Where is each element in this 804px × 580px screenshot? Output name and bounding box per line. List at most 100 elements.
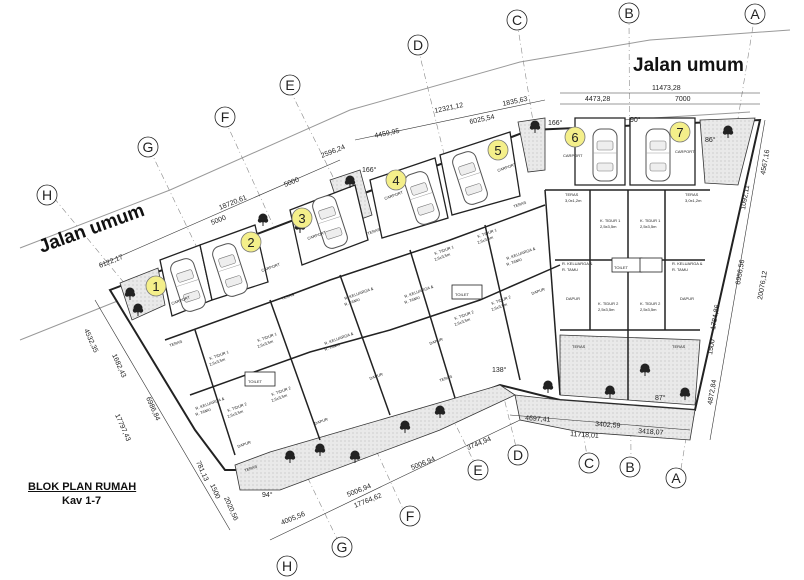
svg-text:B: B bbox=[625, 459, 634, 475]
room-label: K. TIDUR 2 bbox=[640, 301, 661, 306]
room-label: 2,5x3,5m bbox=[454, 316, 472, 327]
room-label: 2,5x3,5m bbox=[491, 301, 509, 312]
lot-1-marker: 1 bbox=[145, 275, 167, 297]
svg-text:C: C bbox=[512, 12, 522, 28]
room-label: DAPUR bbox=[237, 439, 252, 449]
angle-labels: 166° 166° 90° 86° 138° 87° 94° bbox=[262, 116, 716, 499]
room-label: R. TAMU bbox=[324, 342, 341, 352]
svg-text:4: 4 bbox=[392, 173, 399, 188]
svg-text:1: 1 bbox=[152, 279, 159, 294]
room-label: TERAS bbox=[685, 192, 699, 197]
room-label: R. TAMU bbox=[344, 297, 361, 307]
room-label: 2,5x3,5m bbox=[640, 224, 657, 229]
dimension-text: 4567,16 bbox=[760, 149, 771, 175]
road-label-top: Jalan umum bbox=[633, 55, 744, 76]
dimension-text: 12321,12 bbox=[434, 102, 464, 115]
dimension-text: 1682,43 bbox=[110, 353, 127, 379]
dimension-text: 3744,94 bbox=[466, 436, 492, 452]
dimension-text: 1092,11 bbox=[740, 185, 751, 211]
dimension-text: 4697,41 bbox=[525, 415, 551, 424]
dimension-text: 4459,95 bbox=[374, 128, 400, 140]
lot-number-markers: 1 2 3 4 5 6 7 bbox=[145, 121, 691, 297]
grid-marker-a: A A bbox=[665, 3, 766, 489]
room-label: DAPUR bbox=[369, 371, 384, 381]
lot-6-marker: 6 bbox=[564, 126, 586, 148]
room-label: TERAS bbox=[572, 344, 586, 349]
svg-text:G: G bbox=[143, 139, 154, 155]
angle-text: 138° bbox=[492, 366, 507, 374]
svg-text:G: G bbox=[337, 539, 348, 555]
room-label: R. TAMU bbox=[562, 267, 578, 272]
room-label: CARPORT bbox=[261, 261, 282, 273]
room-label: R. KELUARGA & bbox=[562, 261, 593, 266]
dimension-text: 5000 bbox=[283, 176, 300, 188]
room-label: DAPUR bbox=[429, 336, 444, 346]
grid-marker-g: G G bbox=[137, 136, 353, 558]
room-label: TOILET bbox=[614, 265, 628, 270]
room-label: K. TIDUR 2 bbox=[271, 385, 293, 397]
room-label: K. TIDUR 1 bbox=[257, 331, 279, 343]
room-label: TERAS bbox=[367, 227, 382, 236]
svg-text:B: B bbox=[624, 5, 633, 21]
room-label: TERAS bbox=[565, 192, 579, 197]
svg-text:C: C bbox=[584, 455, 594, 471]
svg-text:F: F bbox=[406, 508, 415, 524]
dimension-text: 7000 bbox=[675, 96, 691, 103]
svg-text:H: H bbox=[282, 558, 292, 574]
dimension-text: 17797,43 bbox=[113, 413, 131, 443]
room-label: K. TIDUR 1 bbox=[477, 227, 499, 239]
dimension-text: 20076,12 bbox=[757, 270, 769, 300]
room-label: CARPORT bbox=[497, 161, 518, 173]
room-label: K. TIDUR 1 bbox=[434, 244, 456, 256]
room-label: K. TIDUR 1 bbox=[600, 218, 621, 223]
svg-text:5: 5 bbox=[494, 143, 501, 158]
room-label: 3,0x1,2m bbox=[685, 198, 702, 203]
toilet-fixtures bbox=[244, 257, 663, 387]
svg-text:6: 6 bbox=[571, 130, 578, 145]
dimension-text: 11718,01 bbox=[570, 431, 599, 440]
dimension-text: 3402,59 bbox=[595, 421, 621, 430]
lot-3-marker: 3 bbox=[291, 207, 313, 229]
grid-marker-b: B B bbox=[618, 2, 641, 478]
room-label: 2,5x3,5m bbox=[227, 408, 245, 419]
room-label: 2,5x3,5m bbox=[434, 251, 452, 262]
room-label: CARPORT bbox=[675, 149, 695, 154]
dimension-text: 18720,61 bbox=[218, 194, 248, 211]
plan-subtitle: Kav 1-7 bbox=[62, 495, 102, 507]
svg-text:2: 2 bbox=[247, 235, 254, 250]
dimension-text: 781,13 bbox=[194, 460, 209, 483]
dimension-text: 11473,28 bbox=[652, 85, 681, 92]
dimension-text: 6986,84 bbox=[144, 396, 161, 422]
room-label: K. TIDUR 1 bbox=[209, 349, 231, 361]
dimension-text: 5006,94 bbox=[410, 456, 436, 472]
svg-text:E: E bbox=[285, 77, 294, 93]
room-label: 2,5x3,5m bbox=[640, 307, 657, 312]
svg-text:H: H bbox=[42, 187, 52, 203]
grid-marker-h: H H bbox=[36, 184, 298, 577]
lot-2-marker: 2 bbox=[240, 231, 262, 253]
room-label: CARPORT bbox=[563, 153, 583, 158]
room-label: DAPUR bbox=[531, 286, 546, 296]
room-label: TERAS bbox=[513, 200, 528, 209]
room-label: TERAS bbox=[672, 344, 686, 349]
grid-marker-f: F F bbox=[214, 106, 421, 527]
room-label: TOILET bbox=[248, 379, 262, 384]
grid-marker-d: D D bbox=[407, 34, 529, 466]
plan-title: BLOK PLAN RUMAH bbox=[28, 481, 137, 493]
dimension-lines bbox=[94, 92, 766, 541]
angle-text: 86° bbox=[705, 136, 716, 144]
dimension-text: 6956,56 bbox=[735, 259, 746, 285]
lot-5-marker: 5 bbox=[487, 139, 509, 161]
room-label: DAPUR bbox=[314, 416, 329, 426]
svg-text:3: 3 bbox=[298, 211, 305, 226]
angle-text: 87° bbox=[655, 394, 666, 402]
angle-text: 90° bbox=[630, 116, 641, 124]
dimension-text: 5000 bbox=[210, 214, 227, 226]
room-label: 2,5x3,5m bbox=[257, 338, 275, 349]
room-label: K. TIDUR 2 bbox=[491, 294, 513, 306]
room-label: K. TIDUR 2 bbox=[454, 309, 476, 321]
dimension-text: 1784,86 bbox=[710, 304, 721, 330]
room-label: R. TAMU bbox=[506, 257, 523, 267]
dimension-text: 1500 bbox=[208, 483, 221, 500]
